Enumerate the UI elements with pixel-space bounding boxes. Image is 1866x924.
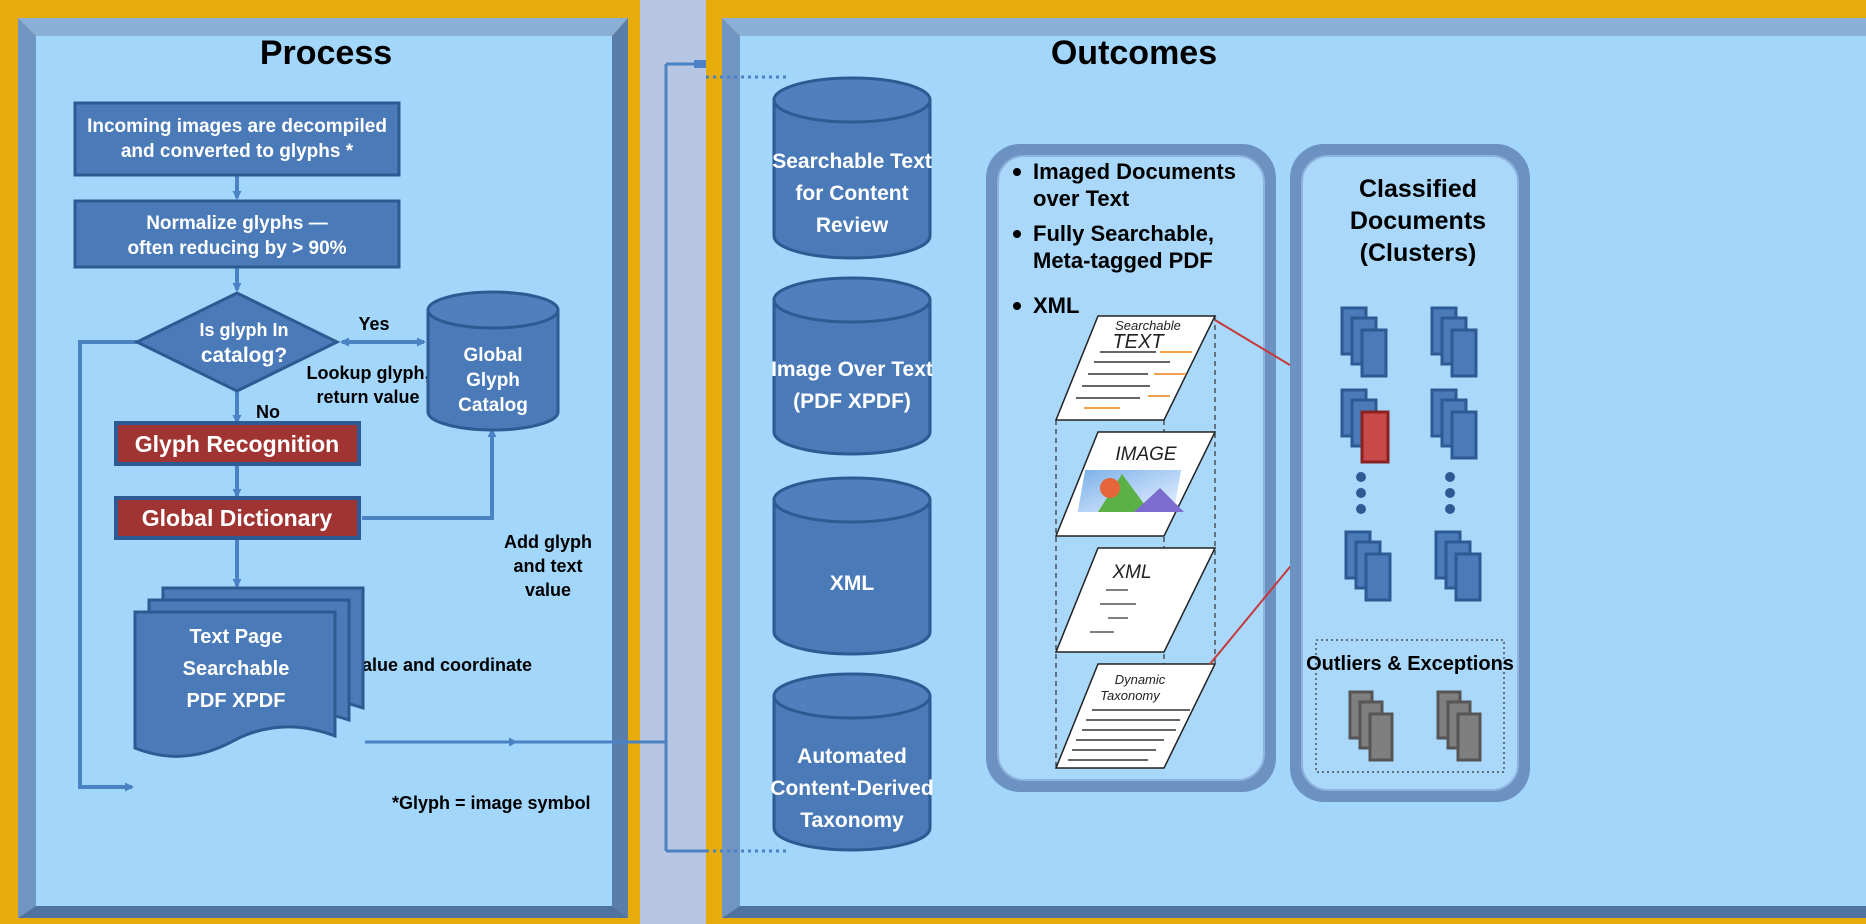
glyph-recognition-label: Glyph Recognition	[135, 431, 339, 457]
ellipsis-dots	[1356, 472, 1455, 514]
no-label: No	[256, 402, 280, 422]
bullet2-line1: Fully Searchable,	[1033, 221, 1214, 246]
add-label-line2: and text	[513, 556, 582, 576]
process-connectors	[78, 176, 497, 792]
process-panel-face	[36, 36, 612, 906]
gap-background	[640, 0, 706, 924]
add-label-line1: Add glyph	[504, 532, 592, 552]
dotted-connectors	[706, 75, 790, 853]
glyph-recognition-box	[114, 421, 361, 466]
add-label-line3: value	[525, 580, 571, 600]
classified-line1: Classified	[1359, 175, 1477, 203]
cylinder-taxonomy	[772, 672, 932, 852]
bullet3-line1: XML	[1033, 293, 1079, 318]
catalog-line1: Global	[463, 345, 522, 366]
global-glyph-catalog	[426, 290, 560, 432]
cluster-documents	[1340, 306, 1482, 602]
classified-line2: Documents	[1350, 207, 1486, 235]
arrow-dictionary-to-catalog	[362, 428, 497, 520]
text-page-stack	[133, 586, 365, 758]
cross-panel-connector	[365, 62, 706, 853]
cyl4-line2: Content-Derived	[770, 777, 933, 800]
cyl4-line1: Automated	[797, 745, 907, 768]
bullet1-line1: Imaged Documents	[1033, 159, 1236, 184]
normalize-box	[73, 199, 401, 269]
layer-searchable-main: TEXT	[1112, 331, 1165, 353]
textpage-line2: Searchable	[183, 658, 290, 680]
outlier-documents	[1348, 690, 1482, 762]
global-dictionary-box	[114, 496, 361, 540]
outliers-label: Outliers & Exceptions	[1306, 653, 1514, 675]
lookup-label-line2: return value	[316, 387, 419, 407]
bullet-list	[1013, 168, 1021, 310]
cylinder-image-over-text	[772, 276, 932, 456]
outcomes-title: Outcomes	[1051, 34, 1217, 72]
normalize-box-line2: often reducing by > 90%	[127, 238, 346, 259]
decision-diamond	[133, 291, 341, 393]
cyl2-line1: Image Over Text	[771, 358, 933, 381]
arrow-no-path-to-textpage	[78, 340, 137, 792]
cyl1-line3: Review	[816, 214, 889, 237]
cylinder-searchable-text	[772, 76, 932, 260]
highlighted-document	[1360, 410, 1390, 464]
yes-label: Yes	[358, 314, 389, 334]
layered-sheets-illustration	[1054, 315, 1217, 769]
catalog-line3: Catalog	[458, 395, 528, 416]
normalize-box-line1: Normalize glyphs —	[146, 213, 328, 234]
decision-line1: Is glyph In	[199, 320, 288, 340]
textpage-line3: PDF XPDF	[187, 690, 286, 712]
cylinder-xml	[772, 476, 932, 656]
bullet1-line2: over Text	[1033, 186, 1130, 211]
decompile-box-line2: and converted to glyphs *	[121, 141, 354, 162]
process-title: Process	[260, 34, 392, 72]
lookup-label-line1: Lookup glyph,	[307, 363, 430, 383]
footnote: *Glyph = image symbol	[392, 793, 591, 813]
cyl4-line3: Taxonomy	[800, 809, 904, 832]
cyl1-line1: Searchable Text	[772, 150, 932, 173]
bullet2-line2: Meta-tagged PDF	[1033, 248, 1213, 273]
layer-searchable-top: Searchable	[1115, 318, 1181, 333]
cyl3-line1: XML	[830, 572, 875, 595]
decompile-box	[73, 101, 401, 177]
layer-xml: XML	[1111, 562, 1151, 583]
global-dictionary-label: Global Dictionary	[142, 505, 333, 531]
catalog-line2: Glyph	[466, 370, 520, 391]
layer-taxonomy-line2: Taxonomy	[1100, 688, 1161, 703]
classified-line3: (Clusters)	[1360, 239, 1477, 267]
layer-image: IMAGE	[1115, 444, 1177, 465]
connector-stub-top	[694, 60, 706, 68]
textpage-line1: Text Page	[190, 626, 283, 648]
layer-taxonomy-line1: Dynamic	[1115, 672, 1166, 687]
decompile-box-line1: Incoming images are decompiled	[87, 116, 387, 137]
decision-line2: catalog?	[201, 344, 287, 367]
cyl1-line2: for Content	[795, 182, 908, 205]
cyl2-line2: (PDF XPDF)	[793, 390, 911, 413]
